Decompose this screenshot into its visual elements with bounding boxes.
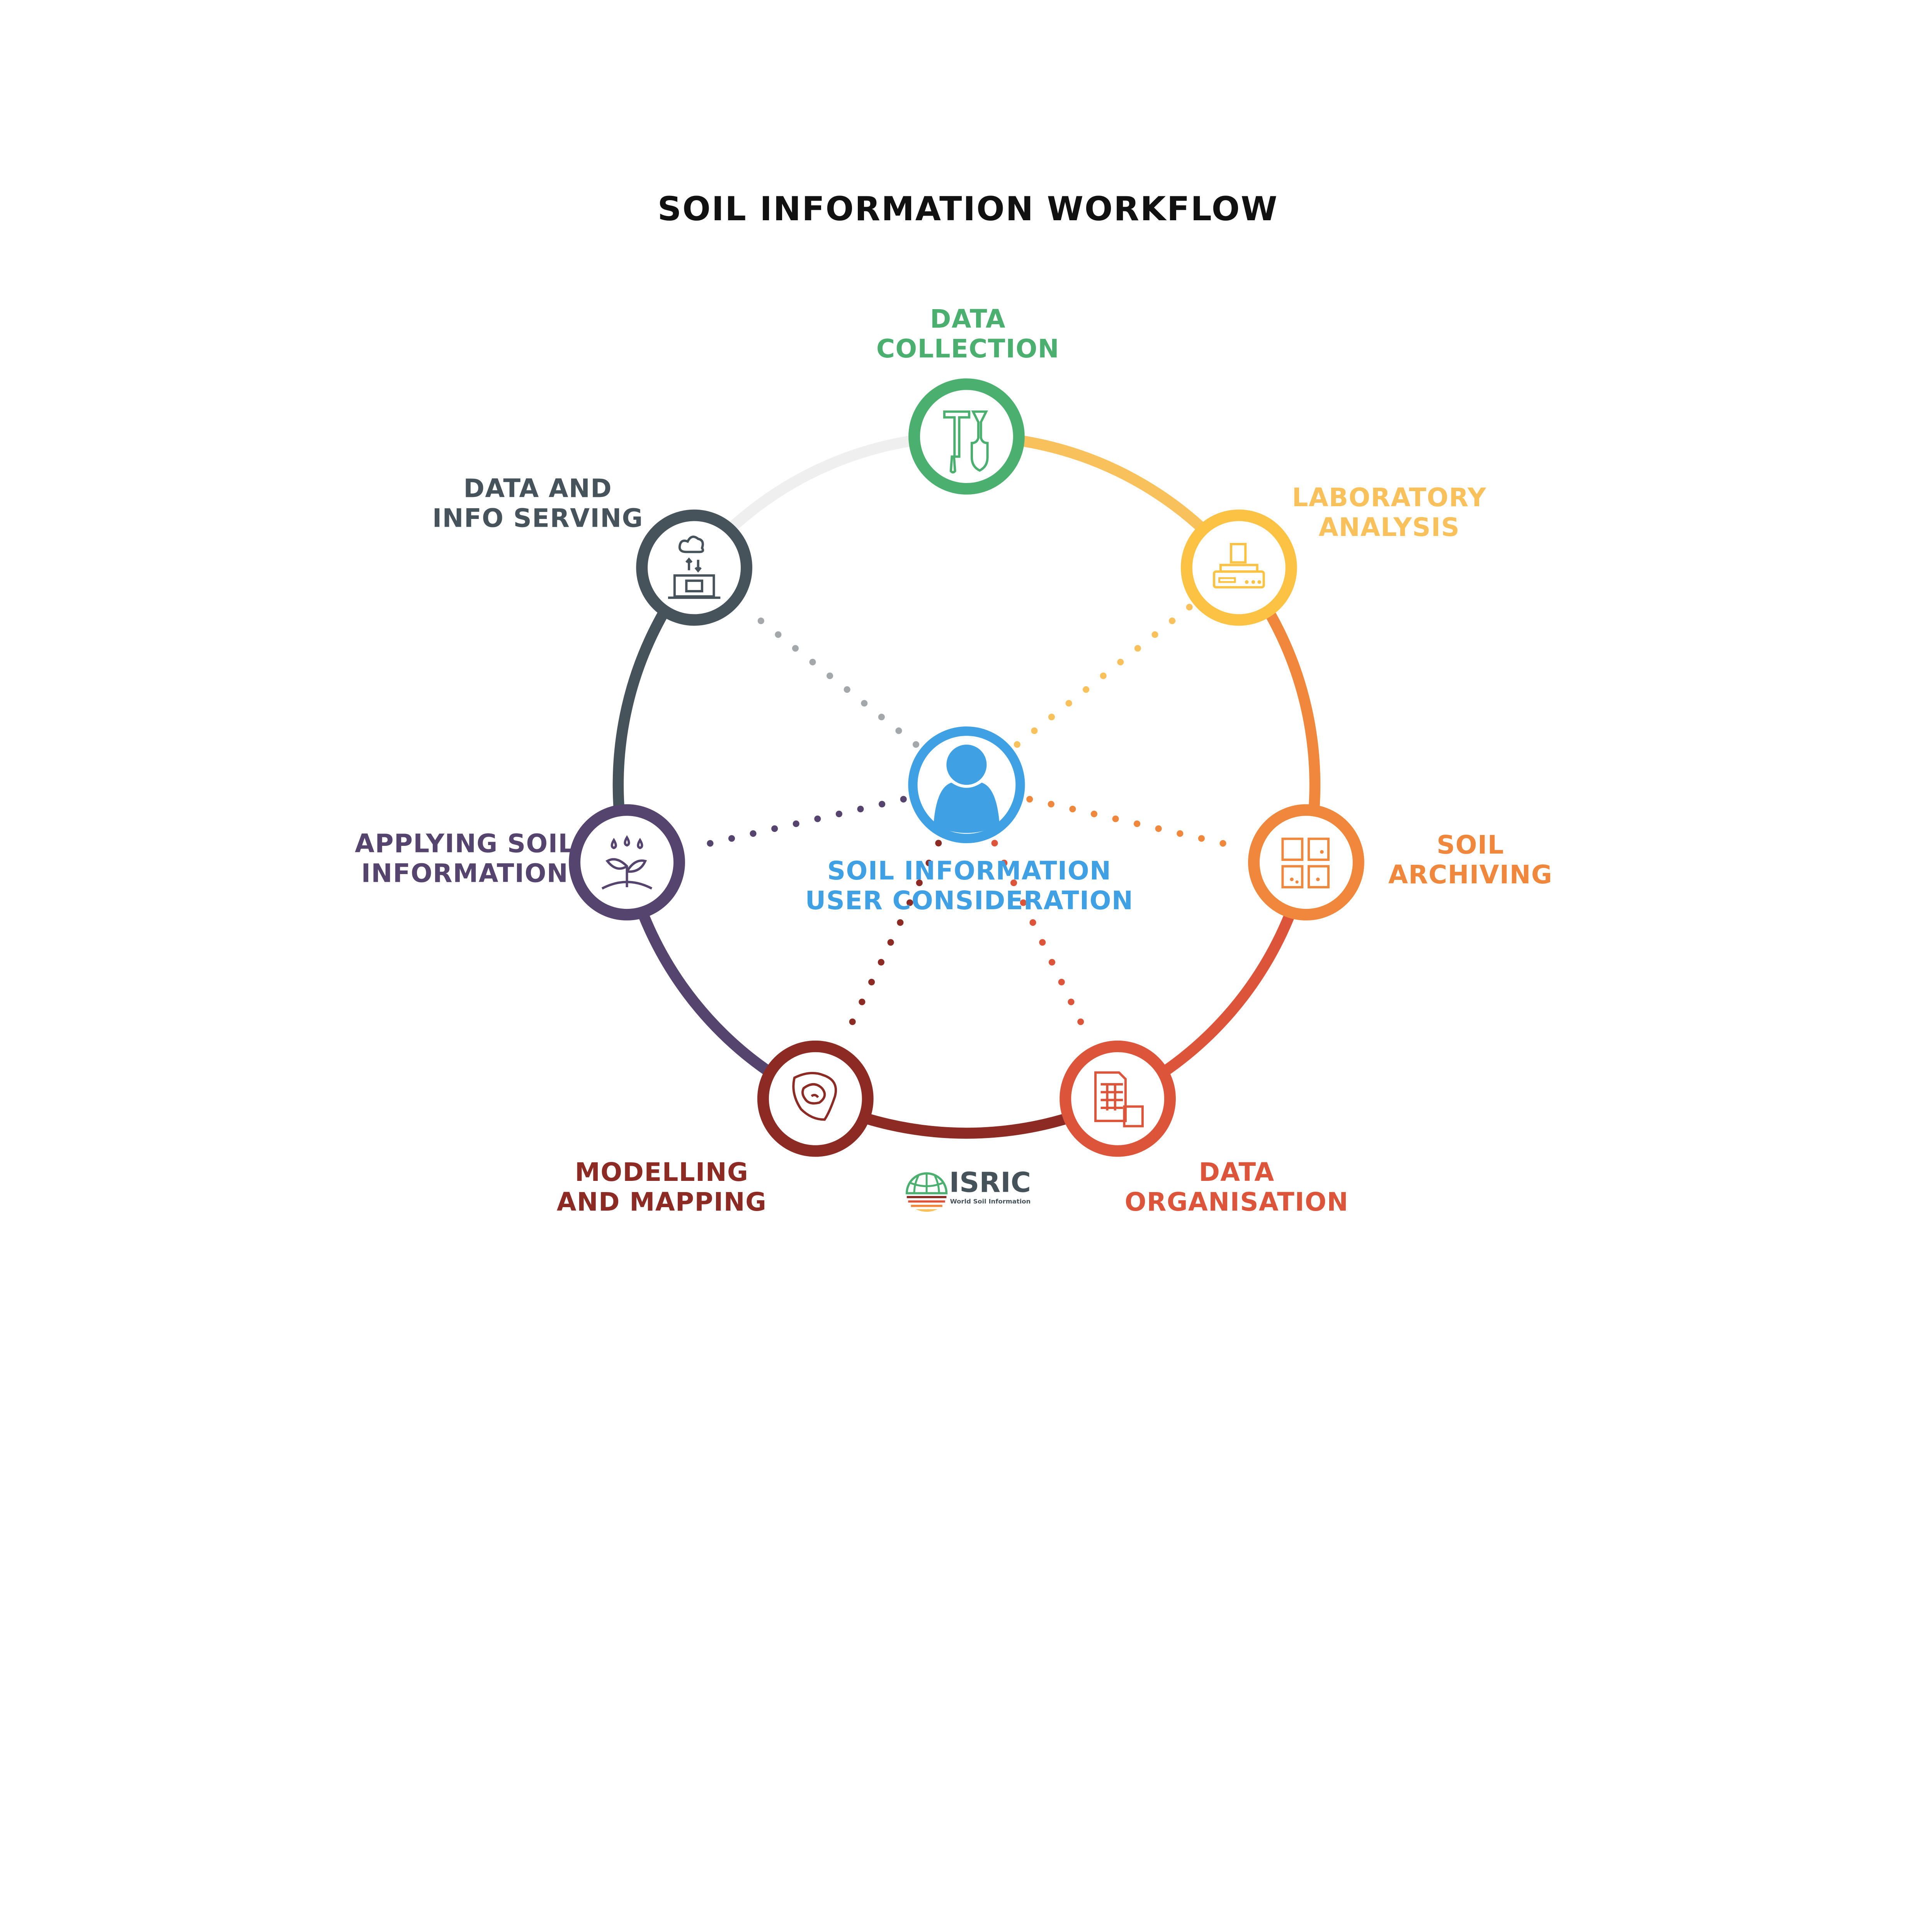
workflow-diagram: SOIL INFORMATION WORKFLOW DATA COLLECTIO…	[355, 190, 1553, 1217]
globe-icon	[905, 1172, 948, 1212]
node-ring	[1180, 509, 1297, 626]
label-line: DATA	[930, 304, 1006, 334]
label-applying-soil-information: APPLYING SOIL INFORMATION	[355, 829, 575, 888]
user-icon	[933, 745, 1000, 833]
label-line: APPLYING SOIL	[355, 829, 575, 859]
node-ring	[1248, 804, 1364, 921]
label-line: DATA	[1199, 1158, 1274, 1187]
soil-auger-shovel-icon	[943, 410, 989, 474]
label-line: SOIL	[1437, 830, 1504, 860]
spoke-dotted-modelling-and-mapping	[839, 840, 942, 1045]
label-line: USER CONSIDERATION	[805, 886, 1133, 915]
label-line: COLLECTION	[876, 334, 1060, 364]
step-node-soil-archiving[interactable]	[1248, 804, 1364, 921]
step-node-data-and-info-serving[interactable]	[636, 509, 752, 626]
spoke-dotted-data-organisation	[991, 840, 1094, 1045]
label-soil-archiving: SOIL ARCHIVING	[1388, 830, 1553, 890]
lab-instrument-icon	[1213, 543, 1265, 589]
node-ring	[569, 804, 685, 921]
step-node-applying-soil-information[interactable]	[569, 804, 685, 921]
step-node-data-collection[interactable]	[908, 378, 1025, 495]
label-line: LABORATORY	[1292, 483, 1486, 512]
spoke-dotted-laboratory-analysis	[1014, 604, 1193, 748]
node-ring	[757, 1040, 874, 1157]
step-node-modelling-and-mapping[interactable]	[757, 1040, 874, 1157]
label-data-collection: DATA COLLECTION	[876, 304, 1060, 364]
label-line: INFO SERVING	[432, 503, 643, 533]
node-ring	[636, 509, 752, 626]
spoke-dotted-soil-archiving	[1026, 796, 1248, 852]
sample-jars-icon	[1281, 837, 1330, 889]
label-line: SOIL INFORMATION	[827, 856, 1111, 886]
cloud-laptop-icon	[668, 536, 721, 599]
label-data-and-info-serving: DATA AND INFO SERVING	[432, 474, 643, 533]
label-line: INFORMATION	[361, 859, 568, 888]
spoke-dotted-applying-soil-information	[685, 796, 907, 852]
spoke-dotted-data-and-info-serving	[740, 604, 920, 748]
page-title: SOIL INFORMATION WORKFLOW	[658, 190, 1279, 228]
label-line: ANALYSIS	[1319, 513, 1460, 542]
label-laboratory-analysis: LABORATORY ANALYSIS	[1292, 483, 1486, 542]
step-node-data-organisation[interactable]	[1060, 1040, 1176, 1157]
contour-map-icon	[792, 1072, 837, 1121]
node-ring	[908, 378, 1025, 495]
label-data-organisation: DATA ORGANISATION	[1125, 1158, 1349, 1217]
logo-tagline: World Soil Information	[950, 1197, 1031, 1205]
isric-logo: ISRIC World Soil Information	[905, 1166, 1031, 1212]
center-node-user-consideration[interactable]	[908, 726, 1025, 844]
spokes	[685, 488, 1248, 1045]
step-node-laboratory-analysis[interactable]	[1180, 509, 1297, 626]
label-line: ORGANISATION	[1125, 1187, 1349, 1217]
node-ring	[1060, 1040, 1176, 1157]
spreadsheet-document-icon	[1094, 1071, 1144, 1128]
step-nodes	[569, 378, 1364, 1157]
label-line: AND MAPPING	[557, 1187, 767, 1217]
logo-name: ISRIC	[949, 1166, 1031, 1198]
label-user-consideration: SOIL INFORMATION USER CONSIDERATION	[805, 856, 1133, 915]
label-modelling-and-mapping: MODELLING AND MAPPING	[557, 1158, 767, 1217]
label-line: MODELLING	[575, 1158, 749, 1187]
label-line: ARCHIVING	[1388, 860, 1553, 890]
label-line: DATA AND	[464, 474, 612, 503]
seedling-rain-icon	[601, 835, 653, 890]
